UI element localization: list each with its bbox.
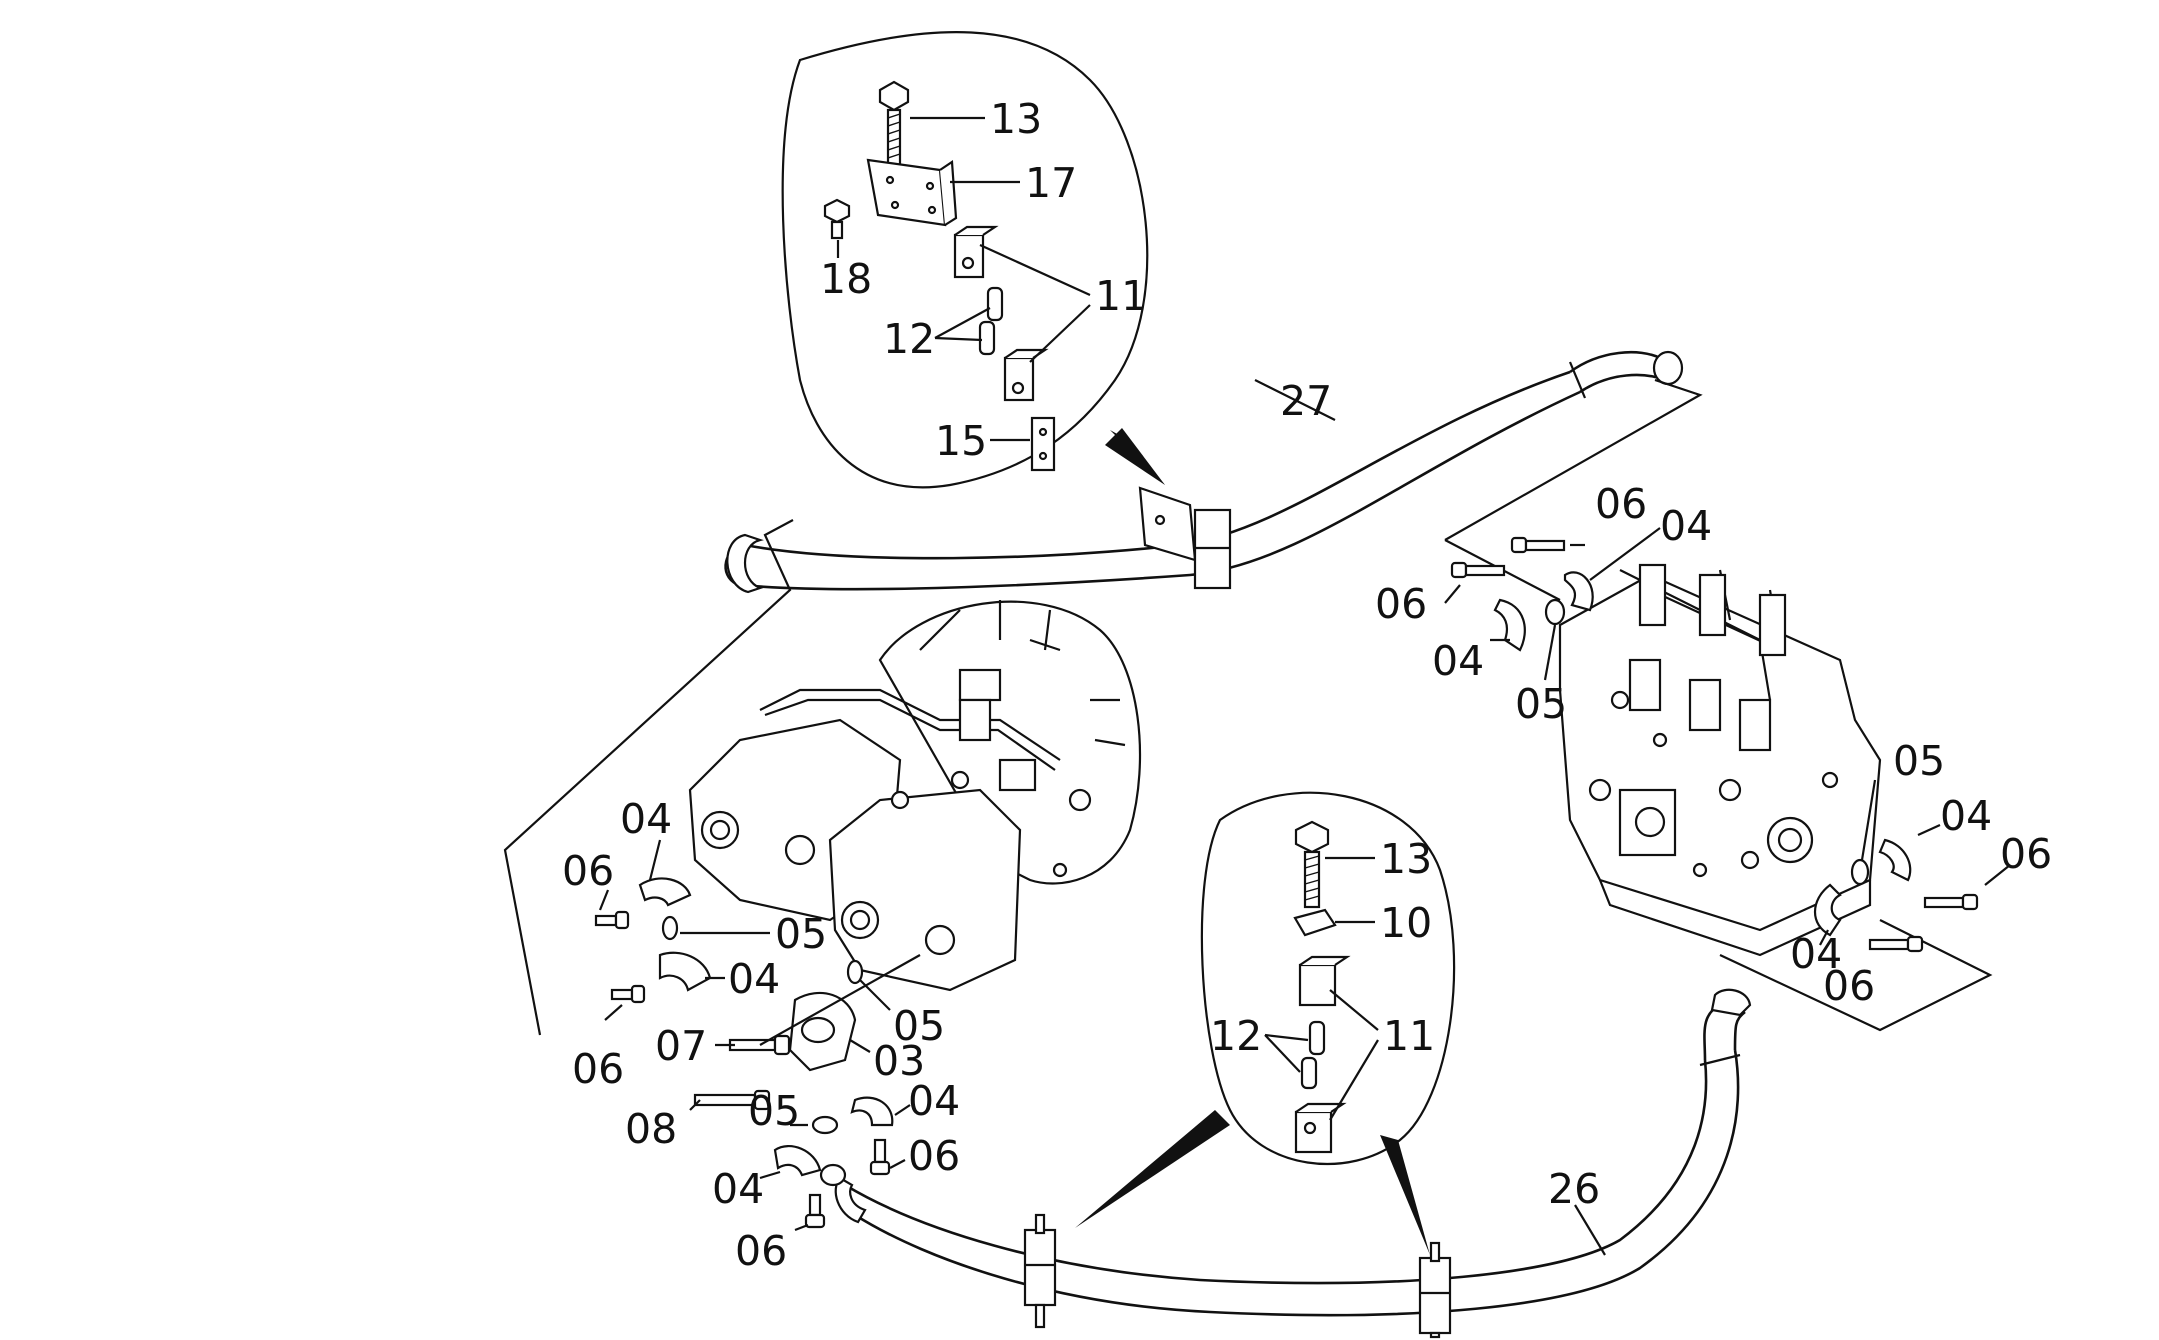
callout-label: 13 xyxy=(1380,835,1432,883)
plate-icon xyxy=(1030,416,1056,472)
bolt-icon xyxy=(823,198,851,240)
group-bracket-line xyxy=(503,519,794,1036)
callout-label: 04 xyxy=(908,1077,960,1125)
callout-label: 05 xyxy=(1893,737,1945,785)
group-bracket-line xyxy=(1719,919,1993,1032)
pin-icon xyxy=(1300,1020,1326,1090)
callout-label: 12 xyxy=(883,315,935,363)
callout-label: 04 xyxy=(620,795,672,843)
bolt-icon xyxy=(693,1089,771,1111)
clamp-half-icon xyxy=(953,225,999,279)
hose-27 xyxy=(724,350,1684,594)
detail-bubble-bottom xyxy=(1075,791,1456,1255)
flange-half-icon xyxy=(773,1145,822,1177)
hose-clamp-icon xyxy=(1138,486,1232,590)
callout-label: 17 xyxy=(1025,159,1077,207)
callout-label: 11 xyxy=(1095,272,1147,320)
callout-label: 27 xyxy=(1280,377,1332,425)
callout-label: 10 xyxy=(1380,899,1432,947)
o-ring-icon xyxy=(819,1163,847,1187)
flange-half-icon xyxy=(658,951,712,992)
callout-label: 06 xyxy=(562,847,614,895)
plate-icon xyxy=(1293,908,1337,937)
callout-label: 04 xyxy=(1432,637,1484,685)
clamp-half-icon xyxy=(1294,1102,1347,1154)
bolt-icon xyxy=(594,910,630,930)
callout-label: 05 xyxy=(1515,680,1567,728)
clamp-half-icon xyxy=(1003,348,1049,402)
callout-label: 06 xyxy=(2000,830,2052,878)
callout-label: 06 xyxy=(908,1132,960,1180)
hose-clamp-icon xyxy=(1023,1213,1057,1329)
group-bracket-line xyxy=(1444,378,1703,541)
callout-label: 07 xyxy=(655,1022,707,1070)
callout-label: 08 xyxy=(625,1105,677,1153)
flange-icon xyxy=(788,991,857,1072)
hydraulic-pump xyxy=(688,600,1142,992)
callout-label: 04 xyxy=(1660,502,1712,550)
bolt-icon xyxy=(728,1034,791,1056)
hose-26 xyxy=(819,988,1752,1339)
bolt-icon xyxy=(1923,893,1979,911)
o-ring-icon xyxy=(846,959,864,985)
callout-label: 04 xyxy=(1940,792,1992,840)
o-ring-icon xyxy=(811,1115,839,1135)
bolt-icon xyxy=(869,1138,891,1176)
o-ring-icon xyxy=(1544,598,1566,626)
bolt-icon xyxy=(1294,820,1330,909)
flange-half-icon xyxy=(638,877,692,907)
callout-label: 06 xyxy=(572,1045,624,1093)
flange-half-icon xyxy=(1563,571,1594,612)
callout-label: 06 xyxy=(1595,480,1647,528)
clamp-half-icon xyxy=(1298,955,1351,1007)
callout-label: 18 xyxy=(820,255,872,303)
callout-label: 04 xyxy=(712,1165,764,1213)
callout-label: 05 xyxy=(893,1002,945,1050)
flange-half-icon xyxy=(850,1096,894,1127)
control-valve xyxy=(1558,563,1882,957)
callout-label: 04 xyxy=(1790,930,1842,978)
bolt-icon xyxy=(804,1193,826,1229)
callout-label: 06 xyxy=(1375,580,1427,628)
callout-label: 05 xyxy=(775,910,827,958)
callout-label: 26 xyxy=(1548,1165,1600,1213)
callout-label: 06 xyxy=(1823,962,1875,1010)
bolt-icon xyxy=(610,984,646,1004)
callout-label: 05 xyxy=(748,1087,800,1135)
callout-label: 06 xyxy=(735,1227,787,1275)
detail-bubble-top xyxy=(781,31,1165,489)
callout-label: 15 xyxy=(935,417,987,465)
pin-icon xyxy=(978,286,1004,356)
o-ring-icon xyxy=(661,915,679,941)
callout-label: 13 xyxy=(990,95,1042,143)
callout-label: 03 xyxy=(873,1037,925,1085)
callout-label: 04 xyxy=(728,955,780,1003)
bracket-icon xyxy=(866,158,958,227)
bolt-icon xyxy=(1510,536,1566,554)
bolt-icon xyxy=(1450,561,1506,579)
bolt-icon xyxy=(878,80,910,167)
bolt-icon xyxy=(1868,935,1924,953)
hose-clamp-icon xyxy=(1418,1241,1452,1339)
flange-half-icon xyxy=(1814,883,1842,937)
o-ring-icon xyxy=(1850,858,1870,886)
callout-label: 11 xyxy=(1383,1012,1435,1060)
callout-label: 12 xyxy=(1210,1012,1262,1060)
flange-half-icon xyxy=(1878,838,1912,882)
flange-half-icon xyxy=(1493,598,1526,652)
